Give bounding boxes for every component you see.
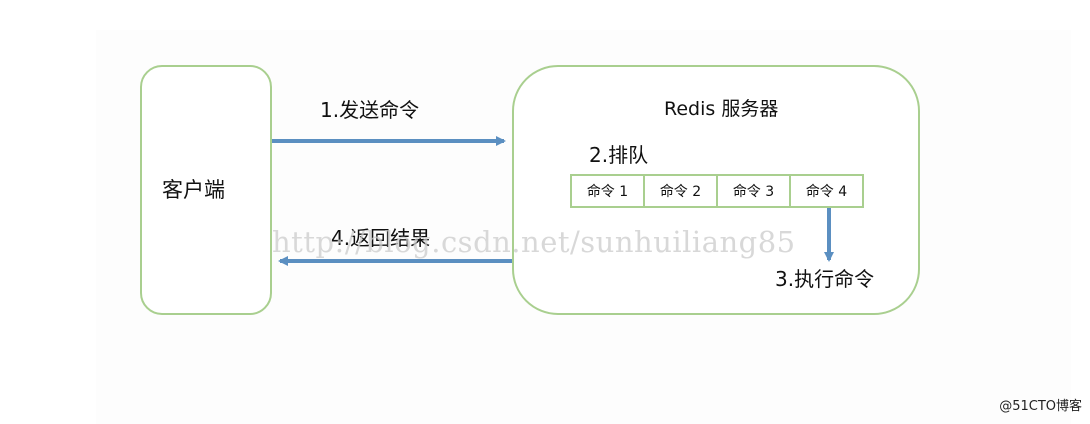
step-send-label: 1.发送命令 (320, 98, 420, 122)
step-queue-label: 2.排队 (589, 143, 649, 167)
blog-watermark: http://blog.csdn.net/sunhuiliang85 (272, 225, 796, 259)
step-return-label: 4.返回结果 (331, 226, 431, 250)
queue-cell-4: 命令 4 (805, 184, 848, 200)
queue-cell-2: 命令 2 (645, 176, 718, 206)
command-queue: 命令 1 命令 2 命令 3 命令 4 (570, 174, 864, 208)
queue-cell-1: 命令 1 (572, 176, 645, 206)
step-execute-label: 3.执行命令 (775, 267, 875, 291)
client-label: 客户端 (162, 178, 225, 202)
client-box (140, 65, 272, 315)
queue-cell-3: 命令 3 (718, 176, 791, 206)
server-title: Redis 服务器 (664, 98, 779, 120)
site-watermark: @51CTO博客 (999, 399, 1082, 414)
